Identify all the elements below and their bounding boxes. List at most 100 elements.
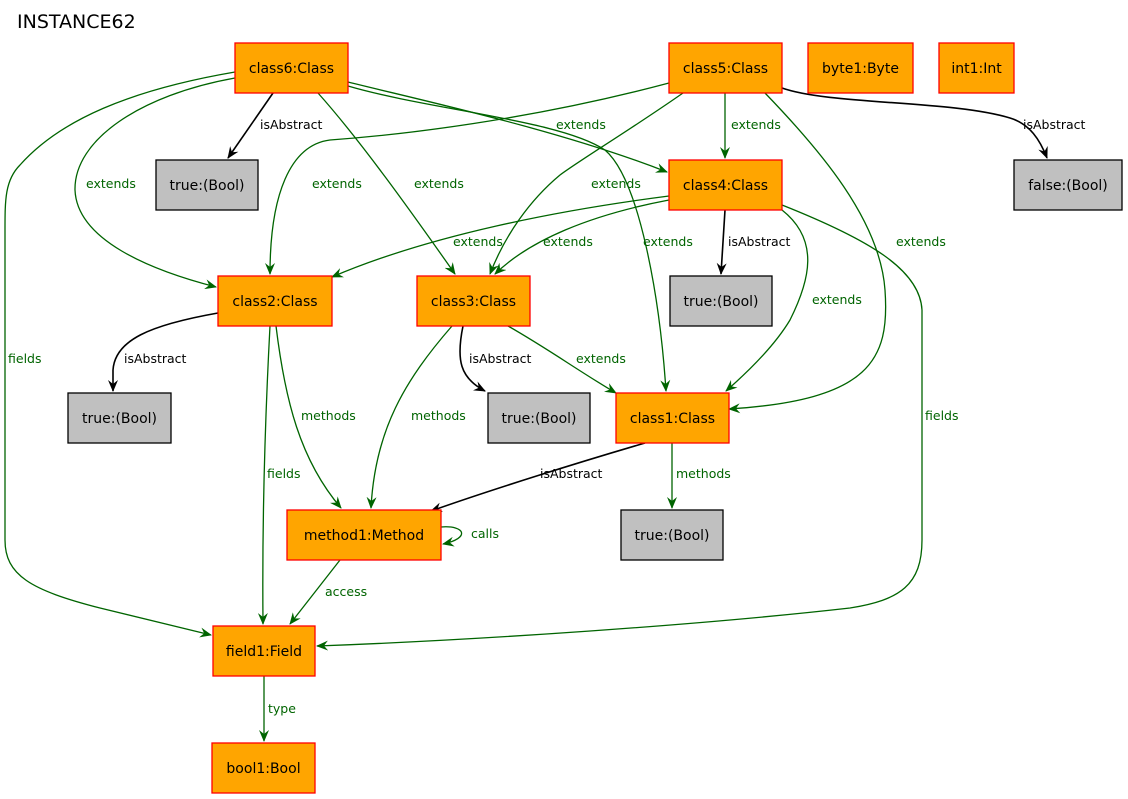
edge-class6-true6	[227, 92, 274, 159]
edge-class4-class1	[725, 209, 809, 392]
node-label: true:(Bool)	[82, 411, 157, 427]
node-label: class3:Class	[431, 294, 516, 310]
node-label: bool1:Bool	[226, 761, 300, 777]
node-box	[217, 275, 333, 327]
edge-label-isAbstract: isAbstract	[469, 351, 532, 366]
node-class6: class6:Class	[234, 42, 349, 94]
node-class4: class4:Class	[668, 159, 783, 211]
edge-label-isAbstract: isAbstract	[260, 117, 323, 132]
node-box	[620, 509, 724, 561]
edge-label-access: access	[325, 584, 367, 599]
node-false5: false:(Bool)	[1013, 159, 1123, 211]
node-label: false:(Bool)	[1028, 178, 1108, 194]
edge-label-extends: extends	[591, 176, 641, 191]
node-label: true:(Bool)	[170, 178, 245, 194]
node-method1: method1:Method	[286, 509, 442, 561]
edge-class4-class2	[331, 195, 670, 278]
edge-class5-class3	[489, 92, 684, 275]
node-true3: true:(Bool)	[487, 392, 591, 444]
node-label: field1:Field	[226, 644, 302, 660]
edge-class5-class1	[728, 92, 887, 414]
node-byte1: byte1:Byte	[807, 42, 914, 94]
edge-class6-class3	[317, 92, 456, 275]
edge-label-methods: methods	[301, 408, 356, 423]
node-class2: class2:Class	[217, 275, 333, 327]
edge-class6-class4	[347, 81, 668, 173]
edge-label-extends: extends	[543, 234, 593, 249]
edge-label-isAbstract: isAbstract	[1023, 117, 1086, 132]
node-label: method1:Method	[304, 528, 424, 544]
edge-label-extends: extends	[453, 234, 503, 249]
node-box	[286, 509, 442, 561]
node-label: class1:Class	[630, 411, 715, 427]
edge-label-methods: methods	[676, 466, 731, 481]
node-box	[807, 42, 914, 94]
node-box	[668, 42, 783, 94]
node-label: true:(Bool)	[502, 411, 577, 427]
node-field1: field1:Field	[212, 625, 316, 677]
node-label: class4:Class	[683, 178, 768, 194]
edge-label-extends: extends	[86, 176, 136, 191]
edge-class3-method1	[366, 325, 453, 509]
node-box	[234, 42, 349, 94]
edge-class4-field1	[316, 204, 923, 651]
edge-class2-field1	[257, 325, 271, 625]
diagram-title: INSTANCE62	[17, 11, 136, 33]
edge-label-extends: extends	[812, 292, 862, 307]
edge-label-extends: extends	[312, 176, 362, 191]
node-box	[669, 275, 773, 327]
node-label: byte1:Byte	[822, 61, 899, 77]
node-box	[668, 159, 783, 211]
edge-label-type: type	[268, 701, 296, 716]
edge-label-isAbstract: isAbstract	[728, 234, 791, 249]
edge-class3-true3	[459, 325, 486, 392]
node-true4: true:(Bool)	[669, 275, 773, 327]
edge-class3-class1	[507, 325, 617, 394]
node-box	[615, 392, 730, 444]
edge-label-isAbstract: isAbstract	[540, 466, 603, 481]
edge-label-extends: extends	[556, 117, 606, 132]
node-box	[416, 275, 531, 327]
node-true2: true:(Bool)	[67, 392, 172, 444]
edge-label-extends: extends	[643, 234, 693, 249]
edge-class2-method1	[275, 325, 342, 509]
edge-label-calls: calls	[471, 526, 499, 541]
node-box	[938, 42, 1015, 94]
node-box	[67, 392, 172, 444]
node-label: int1:Int	[951, 61, 1002, 77]
edge-class5-class2	[265, 82, 670, 275]
edge-label-extends: extends	[731, 117, 781, 132]
node-int1: int1:Int	[938, 42, 1015, 94]
edge-label-fields: fields	[8, 351, 41, 366]
node-true6: true:(Bool)	[155, 159, 259, 211]
edge-class1-true1	[430, 442, 646, 513]
node-class1: class1:Class	[615, 392, 730, 444]
node-box	[155, 159, 259, 211]
node-bool1: bool1:Bool	[211, 742, 316, 794]
edge-method1-field1	[289, 559, 341, 625]
edge-label-fields: fields	[267, 466, 300, 481]
node-box	[211, 742, 316, 794]
edge-class5-false5	[781, 87, 1048, 159]
edge-class6-class2	[74, 77, 236, 290]
edge-label-isAbstract: isAbstract	[124, 351, 187, 366]
edge-label-extends: extends	[414, 176, 464, 191]
edge-class6-class1	[347, 85, 671, 392]
edge-class2-true2	[108, 312, 219, 392]
node-box	[487, 392, 591, 444]
node-label: class6:Class	[249, 61, 334, 77]
edge-class4-true4	[716, 209, 727, 275]
node-label: true:(Bool)	[635, 528, 710, 544]
node-true1: true:(Bool)	[620, 509, 724, 561]
edge-label-fields: fields	[925, 408, 958, 423]
edge-label-methods: methods	[411, 408, 466, 423]
node-class5: class5:Class	[668, 42, 783, 94]
edge-class6-field1	[4, 71, 236, 638]
node-label: true:(Bool)	[684, 294, 759, 310]
edge-label-extends: extends	[576, 351, 626, 366]
edge-class4-class3	[494, 199, 670, 275]
node-label: class2:Class	[232, 294, 317, 310]
node-label: class5:Class	[683, 61, 768, 77]
edge-label-extends: extends	[896, 234, 946, 249]
